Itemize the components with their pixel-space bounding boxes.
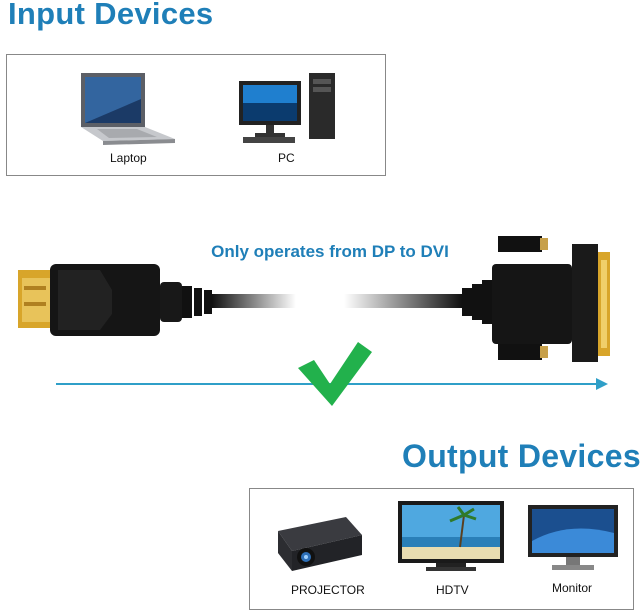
monitor-icon (528, 505, 618, 570)
output-devices-panel: PROJECTOR HDTV Monitor (249, 488, 634, 610)
projector-icon (278, 517, 362, 571)
device-label-laptop: Laptop (110, 151, 147, 165)
input-devices-panel: Laptop PC (6, 54, 386, 176)
device-label-monitor: Monitor (552, 581, 593, 595)
device-label-projector: PROJECTOR (291, 583, 365, 597)
output-devices-heading: Output Devices (402, 438, 640, 474)
device-label-pc: PC (278, 151, 295, 165)
hdtv-icon (398, 501, 504, 571)
displayport-connector (18, 264, 212, 336)
desktop-pc-icon (239, 73, 335, 143)
dvi-connector (462, 236, 610, 362)
input-devices-heading: Input Devices (8, 0, 214, 31)
device-label-hdtv: HDTV (436, 583, 469, 597)
checkmark-icon (298, 342, 372, 406)
direction-caption: Only operates from DP to DVI (0, 242, 640, 262)
direction-caption-text: Only operates from DP to DVI (211, 242, 449, 261)
cable-illustration (18, 236, 610, 406)
laptop-icon (81, 73, 175, 145)
